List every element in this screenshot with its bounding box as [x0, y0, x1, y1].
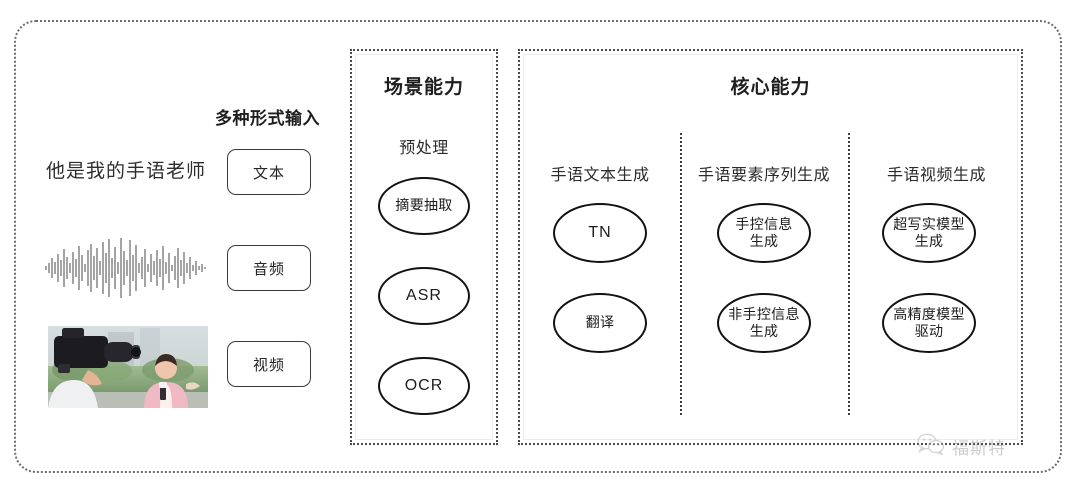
video-thumbnail-image	[48, 326, 208, 408]
wechat-icon	[916, 432, 946, 461]
scene-capability-panel: 场景能力 预处理 摘要抽取 ASR OCR	[350, 49, 498, 445]
scene-node-summary-extraction[interactable]: 摘要抽取	[378, 177, 470, 235]
sample-sentence-text: 他是我的手语老师	[46, 161, 207, 182]
scene-node-asr[interactable]: ASR	[378, 267, 470, 325]
watermark: 福斯特	[916, 432, 1006, 461]
core-node-translation[interactable]: 翻译	[553, 293, 647, 353]
watermark-text: 福斯特	[952, 439, 1006, 458]
scene-node-ocr[interactable]: OCR	[378, 357, 470, 415]
core-node-non-manual-feature-generation[interactable]: 非手控信息 生成	[717, 293, 811, 353]
input-chip-text[interactable]: 文本	[227, 149, 311, 195]
input-chip-audio[interactable]: 音频	[227, 245, 311, 291]
core-node-manual-feature-generation[interactable]: 手控信息 生成	[717, 203, 811, 263]
core-panel-title: 核心能力	[730, 77, 811, 98]
input-chip-video[interactable]: 视频	[227, 341, 311, 387]
core-column-label-sign-video-generation: 手语视频生成	[886, 167, 986, 184]
core-node-high-precision-model-driving[interactable]: 高精度模型 驱动	[882, 293, 976, 353]
core-column-divider-2	[848, 133, 850, 415]
core-column-divider-1	[680, 133, 682, 415]
core-capability-panel: 核心能力 手语文本生成 TN 翻译 手语要素序列生成 手控信息 生成 非手控信息…	[518, 49, 1023, 445]
core-node-hyper-realistic-model-generation[interactable]: 超写实模型 生成	[882, 203, 976, 263]
core-column-label-sign-element-sequence-generation: 手语要素序列生成	[697, 167, 830, 184]
core-column-label-sign-text-generation: 手语文本生成	[550, 167, 650, 184]
core-node-tn[interactable]: TN	[553, 203, 647, 263]
audio-waveform-icon	[44, 236, 210, 300]
outer-frame	[14, 20, 1062, 473]
scene-section-label-preprocessing: 预处理	[399, 140, 449, 157]
scene-panel-title: 场景能力	[383, 77, 464, 98]
input-section-heading: 多种形式输入	[215, 109, 320, 128]
